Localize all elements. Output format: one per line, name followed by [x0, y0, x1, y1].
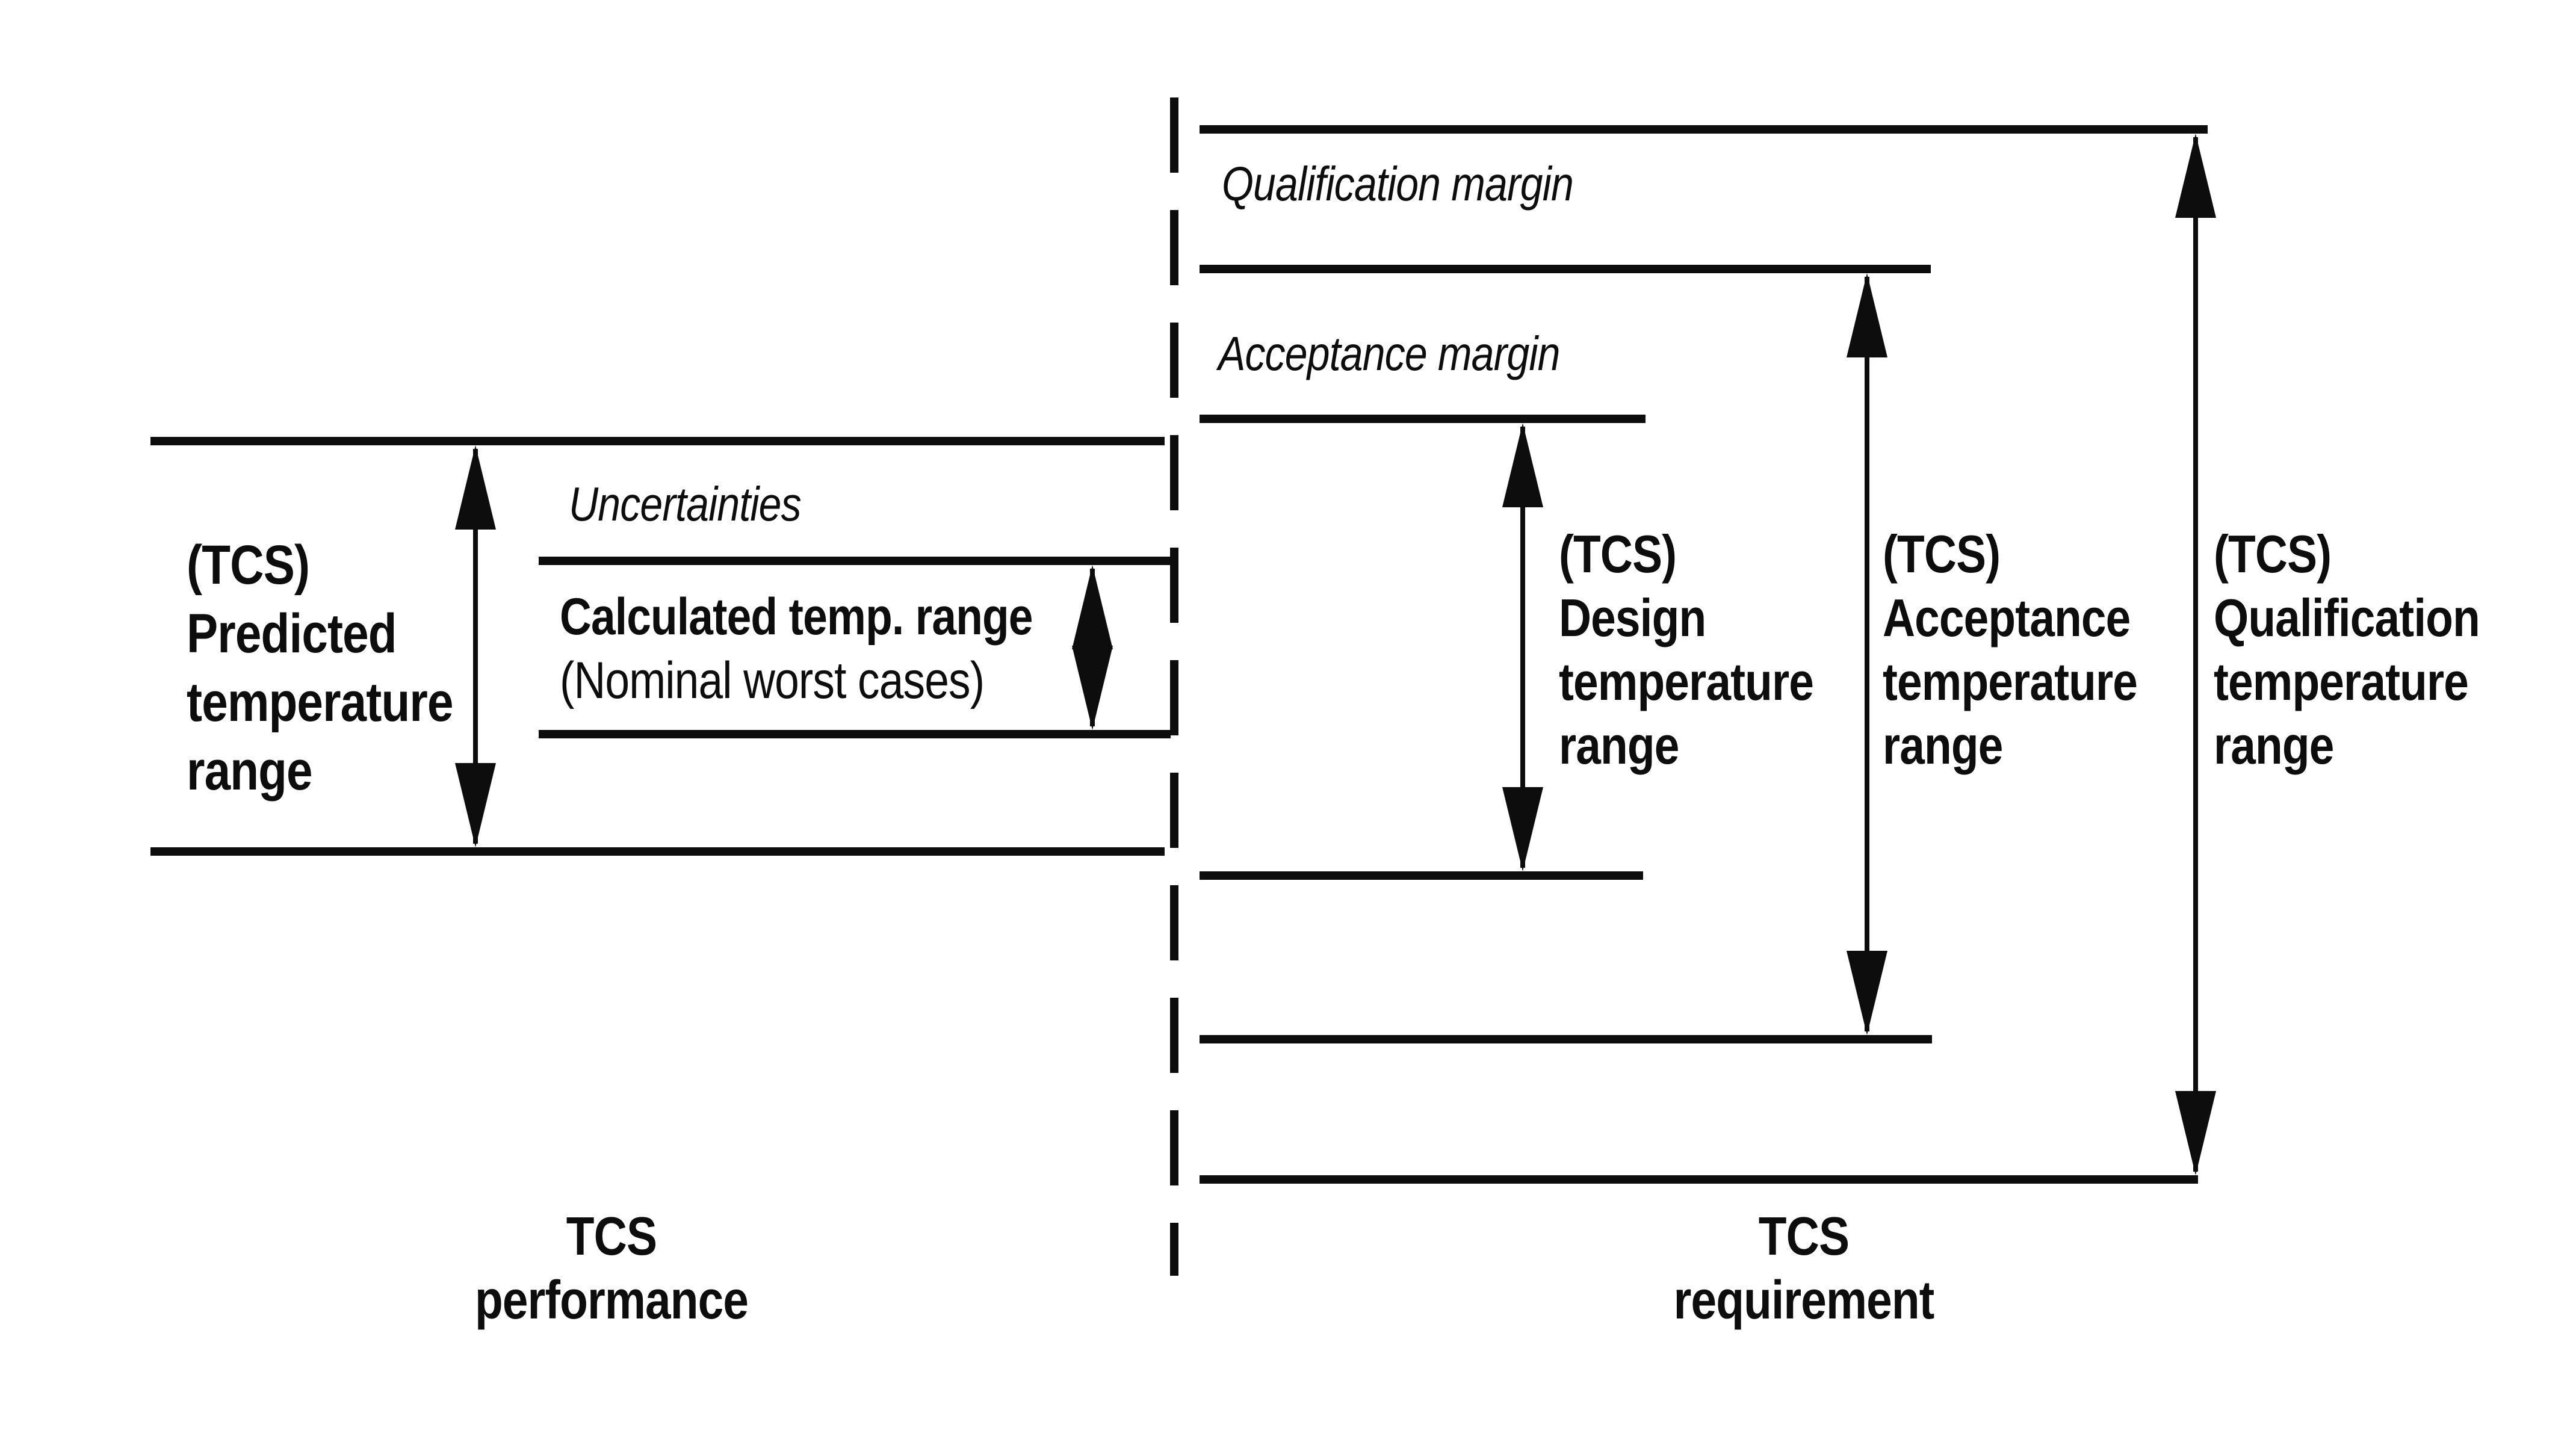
tcs-performance-caption: TCS performance: [474, 1207, 749, 1331]
calculated-range-bottom-line: [539, 730, 1171, 738]
tcs-requirement-caption: TCS requirement: [1673, 1207, 1935, 1331]
acceptance-bottom-line: [1200, 1035, 1932, 1043]
calculated-temp-range-label: Calculated temp. range (Nominal worst ca…: [560, 585, 1033, 712]
calculated-temp-range-line1: Calculated temp. range: [560, 588, 1033, 646]
design-bottom-line: [1200, 871, 1643, 880]
design-range-arrow: [1502, 423, 1543, 871]
acceptance-top-line: [1200, 265, 1931, 273]
uncertainties-label: Uncertainties: [569, 477, 802, 531]
acceptance-temperature-range-label: (TCS) Acceptance temperature range: [1883, 524, 2138, 775]
predicted-range-bottom-line: [150, 847, 1165, 856]
qualification-bottom-line: [1200, 1175, 2198, 1184]
arrow-down-icon: [2175, 1091, 2216, 1175]
qualification-range-arrow: [2175, 134, 2216, 1175]
arrow-down-icon: [1502, 787, 1543, 871]
qualification-margin-label: Qualification margin: [1222, 157, 1574, 211]
calculated-temp-range-line2: (Nominal worst cases): [560, 652, 985, 709]
qualification-top-line: [1200, 125, 2208, 134]
calculated-range-arrow: [1072, 565, 1113, 730]
predicted-range-arrow: [455, 445, 496, 847]
section-divider-dashed-line: [1170, 97, 1178, 1276]
design-top-line: [1200, 415, 1646, 423]
predicted-temperature-range-label: (TCS) Predicted temperature range: [187, 534, 453, 802]
acceptance-range-arrow: [1847, 273, 1887, 1035]
design-temperature-range-label: (TCS) Design temperature range: [1559, 524, 1814, 775]
arrow-down-icon: [1072, 646, 1113, 730]
arrow-down-icon: [455, 763, 496, 847]
acceptance-margin-label: Acceptance margin: [1218, 327, 1560, 380]
qualification-temperature-range-label: (TCS) Qualification temperature range: [2214, 524, 2480, 775]
calculated-range-top-line: [539, 557, 1171, 565]
arrow-down-icon: [1847, 951, 1887, 1035]
predicted-range-top-line: [150, 437, 1165, 445]
